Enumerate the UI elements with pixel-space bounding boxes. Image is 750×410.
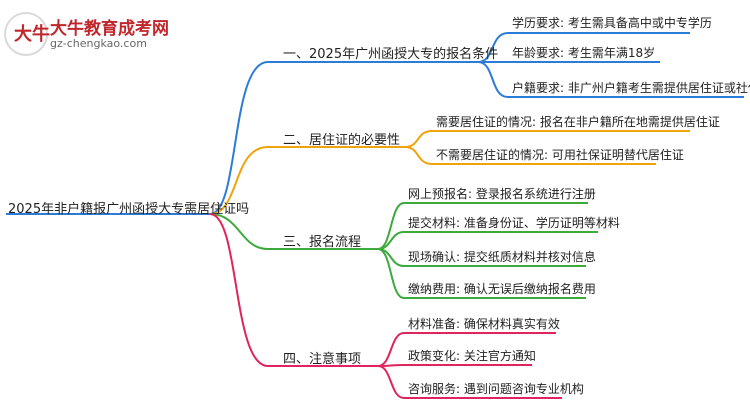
branch-4-child-2: 政策变化: 关注官方通知: [408, 349, 536, 363]
site-logo[interactable]: 大牛 大牛教育成考网 gz-chengkao.com: [4, 10, 179, 58]
branch-2-child-2: 不需要居住证的情况: 可用社保证明替代居住证: [436, 148, 684, 162]
branch-4-label: 四、注意事项: [283, 352, 362, 367]
branch-3-child-2: 提交材料: 准备身份证、学历证明等材料: [408, 216, 620, 230]
branch-4-child-1: 材料准备: 确保材料真实有效: [408, 317, 560, 331]
branch-1-connectors: [209, 32, 744, 215]
logo-title: 大牛教育成考网: [50, 19, 169, 39]
branch-3-connectors: [209, 202, 598, 299]
branch-3-child-4: 缴纳费用: 确认无误后缴纳报名费用: [408, 282, 596, 296]
branch-1-child-1: 学历要求: 考生需具备高中或中专学历: [512, 16, 712, 30]
branch-3-child-1: 网上预报名: 登录报名系统进行注册: [408, 187, 596, 201]
branch-1-child-2: 年龄要求: 考生需年满18岁: [512, 46, 656, 60]
mindmap-root: 2025年非户籍报广州函授大专需居住证吗: [8, 202, 250, 217]
branch-1-label: 一、2025年广州函授大专的报名条件: [283, 47, 499, 62]
branch-1-child-3: 户籍要求: 非广州户籍考生需提供居住证或社保证明: [512, 81, 750, 95]
branch-2-child-1: 需要居住证的情况: 报名在非户籍所在地需提供居住证: [436, 115, 720, 129]
logo-url: gz-chengkao.com: [50, 37, 147, 50]
branch-4-child-3: 咨询服务: 遇到问题咨询专业机构: [408, 382, 584, 396]
branch-2-connectors: [209, 130, 690, 215]
branch-2-label: 二、居住证的必要性: [283, 133, 401, 148]
branch-3-child-3: 现场确认: 提交纸质材料并核对信息: [408, 250, 596, 264]
logo-mark-text: 大牛: [14, 24, 50, 45]
logo-mark: 大牛: [4, 12, 50, 56]
branch-3-label: 三、报名流程: [283, 235, 362, 250]
branch-4-connectors: [209, 213, 562, 399]
